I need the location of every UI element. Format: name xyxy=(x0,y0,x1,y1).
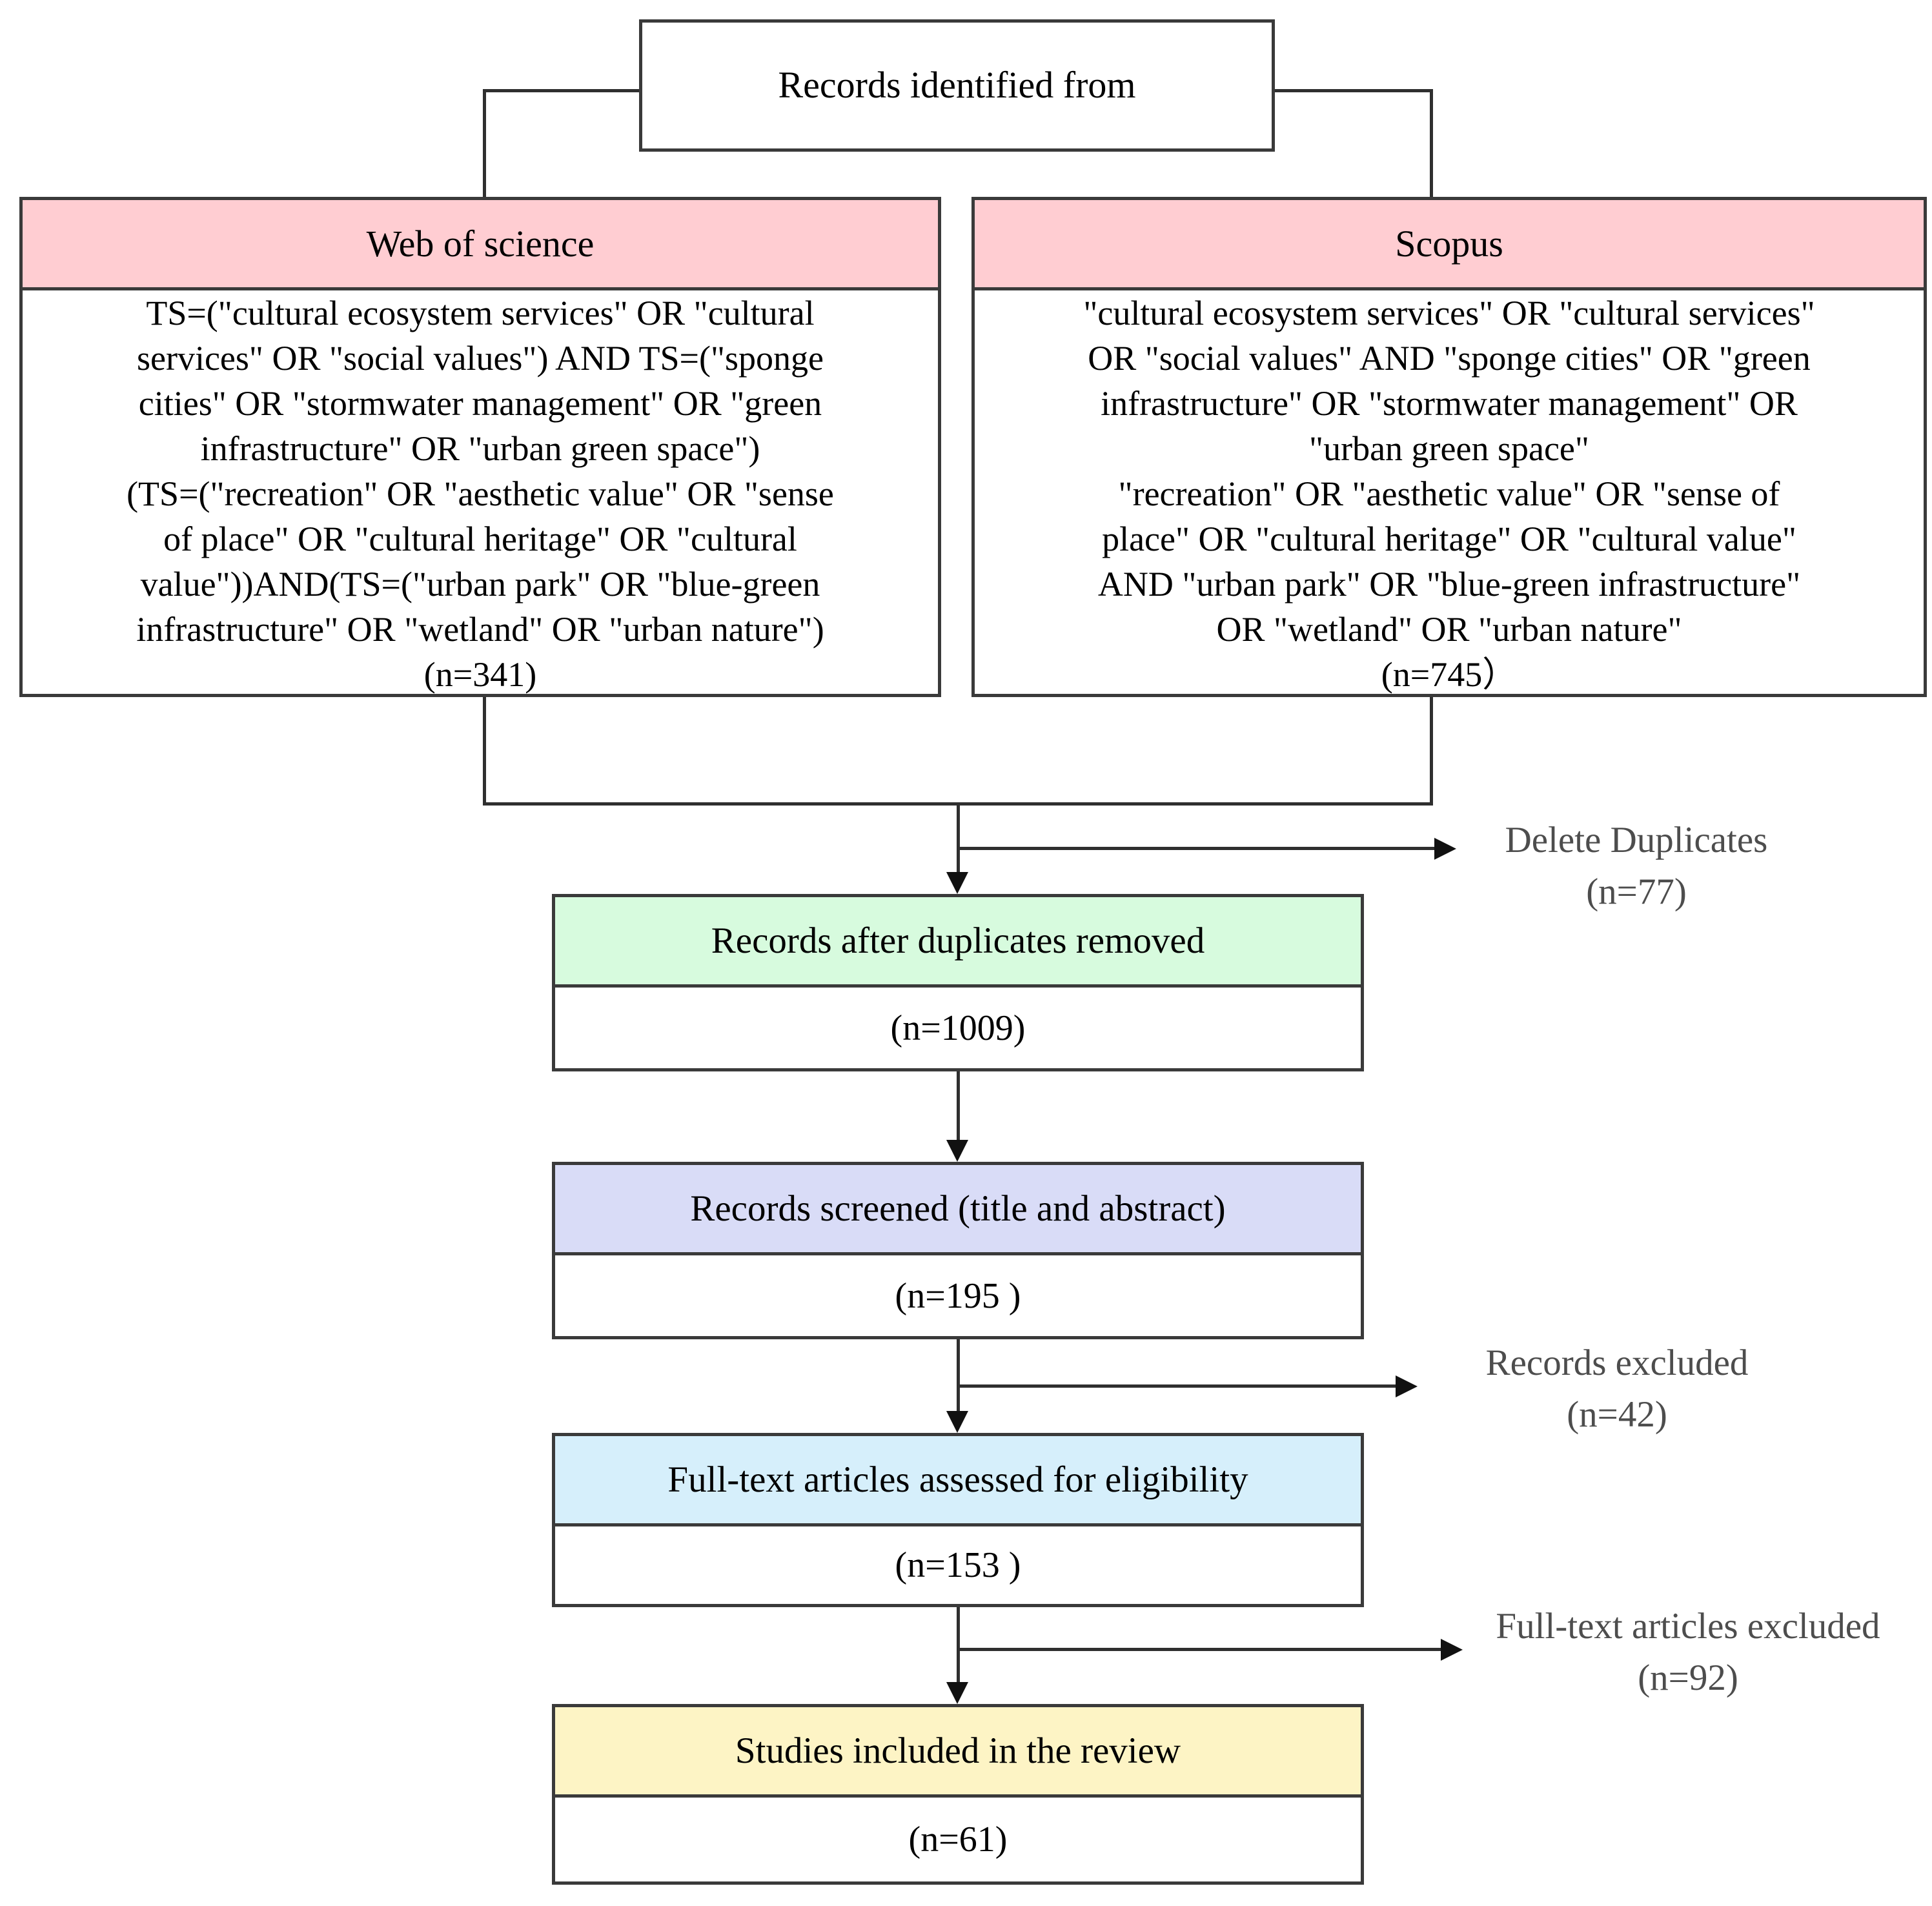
arrowhead-into-duplicates-removed-icon xyxy=(946,872,968,894)
connector-merge-right-vertical xyxy=(1430,697,1433,806)
arrowhead-into-studies-included-icon xyxy=(946,1682,968,1704)
exclusion-delete-duplicates-count: (n=77) xyxy=(1586,871,1687,912)
stage-label-records-after-duplicates-removed: Records after duplicates removed xyxy=(711,920,1205,961)
connector-top-right-vertical xyxy=(1430,89,1433,197)
arrowhead-delete-duplicates-icon xyxy=(1434,838,1456,860)
stage-count-records-screened: (n=195 ) xyxy=(555,1255,1361,1336)
stage-header-records-after-duplicates-removed: Records after duplicates removed xyxy=(555,897,1361,988)
connector-top-left-vertical xyxy=(483,89,486,197)
source-body-scopus: "cultural ecosystem services" OR "cultur… xyxy=(975,290,1924,697)
stage-label-fulltext-assessed: Full-text articles assessed for eligibil… xyxy=(667,1459,1248,1500)
connector-merge-down-vertical xyxy=(957,802,960,875)
source-name-web-of-science: Web of science xyxy=(366,223,595,265)
connector-stage1-stage2 xyxy=(957,1339,960,1411)
arrowhead-records-excluded-icon xyxy=(1396,1375,1418,1397)
source-count-web-of-science: (n=341) xyxy=(423,655,537,694)
stage-header-studies-included: Studies included in the review xyxy=(555,1707,1361,1798)
stage-label-records-screened: Records screened (title and abstract) xyxy=(690,1188,1226,1229)
source-box-scopus: Scopus "cultural ecosystem services" OR … xyxy=(971,197,1927,697)
stage-count-records-after-duplicates-removed: (n=1009) xyxy=(555,988,1361,1068)
connector-stage0-stage1 xyxy=(957,1071,960,1140)
top-box-label: Records identified from xyxy=(778,64,1136,106)
arrowhead-into-records-screened-icon xyxy=(946,1140,968,1162)
source-header-web-of-science: Web of science xyxy=(23,200,938,290)
exclusion-records-excluded-label: Records excluded xyxy=(1485,1343,1749,1383)
arrowhead-into-fulltext-assessed-icon xyxy=(946,1411,968,1433)
connector-branch-delete-duplicates xyxy=(957,847,1434,850)
connector-top-right-horizontal xyxy=(1275,89,1433,92)
stage-count-studies-included: (n=61) xyxy=(555,1798,1361,1881)
source-count-scopus: (n=745） xyxy=(1381,655,1518,694)
source-header-scopus: Scopus xyxy=(975,200,1924,290)
arrowhead-fulltext-excluded-icon xyxy=(1441,1639,1463,1661)
exclusion-records-excluded-count: (n=42) xyxy=(1567,1394,1667,1435)
stage-count-fulltext-assessed: (n=153 ) xyxy=(555,1526,1361,1604)
source-query-web-of-science: TS=("cultural ecosystem services" OR "cu… xyxy=(127,294,834,649)
exclusion-fulltext-excluded-count: (n=92) xyxy=(1638,1658,1738,1698)
connector-branch-records-excluded xyxy=(957,1384,1396,1388)
stage-box-studies-included: Studies included in the review (n=61) xyxy=(552,1704,1364,1885)
connector-branch-fulltext-excluded xyxy=(957,1648,1441,1651)
exclusion-delete-duplicates-label: Delete Duplicates xyxy=(1505,820,1768,860)
exclusion-records-excluded: Records excluded (n=42) xyxy=(1443,1337,1791,1441)
stage-header-fulltext-assessed: Full-text articles assessed for eligibil… xyxy=(555,1436,1361,1526)
connector-top-left-horizontal xyxy=(483,89,639,92)
source-name-scopus: Scopus xyxy=(1395,223,1503,265)
top-box-records-identified: Records identified from xyxy=(639,19,1275,152)
source-query-scopus: "cultural ecosystem services" OR "cultur… xyxy=(1083,294,1815,649)
stage-header-records-screened: Records screened (title and abstract) xyxy=(555,1165,1361,1255)
stage-label-studies-included: Studies included in the review xyxy=(735,1730,1181,1771)
stage-box-records-screened: Records screened (title and abstract) (n… xyxy=(552,1162,1364,1339)
exclusion-fulltext-excluded-label: Full-text articles excluded xyxy=(1496,1606,1880,1647)
exclusion-fulltext-excluded: Full-text articles excluded (n=92) xyxy=(1446,1601,1930,1704)
stage-box-fulltext-assessed: Full-text articles assessed for eligibil… xyxy=(552,1433,1364,1607)
connector-merge-left-vertical xyxy=(483,697,486,806)
stage-box-records-after-duplicates-removed: Records after duplicates removed (n=1009… xyxy=(552,894,1364,1071)
source-body-web-of-science: TS=("cultural ecosystem services" OR "cu… xyxy=(23,290,938,697)
connector-stage2-stage3 xyxy=(957,1607,960,1682)
exclusion-delete-duplicates: Delete Duplicates (n=77) xyxy=(1465,815,1807,918)
source-box-web-of-science: Web of science TS=("cultural ecosystem s… xyxy=(19,197,941,697)
